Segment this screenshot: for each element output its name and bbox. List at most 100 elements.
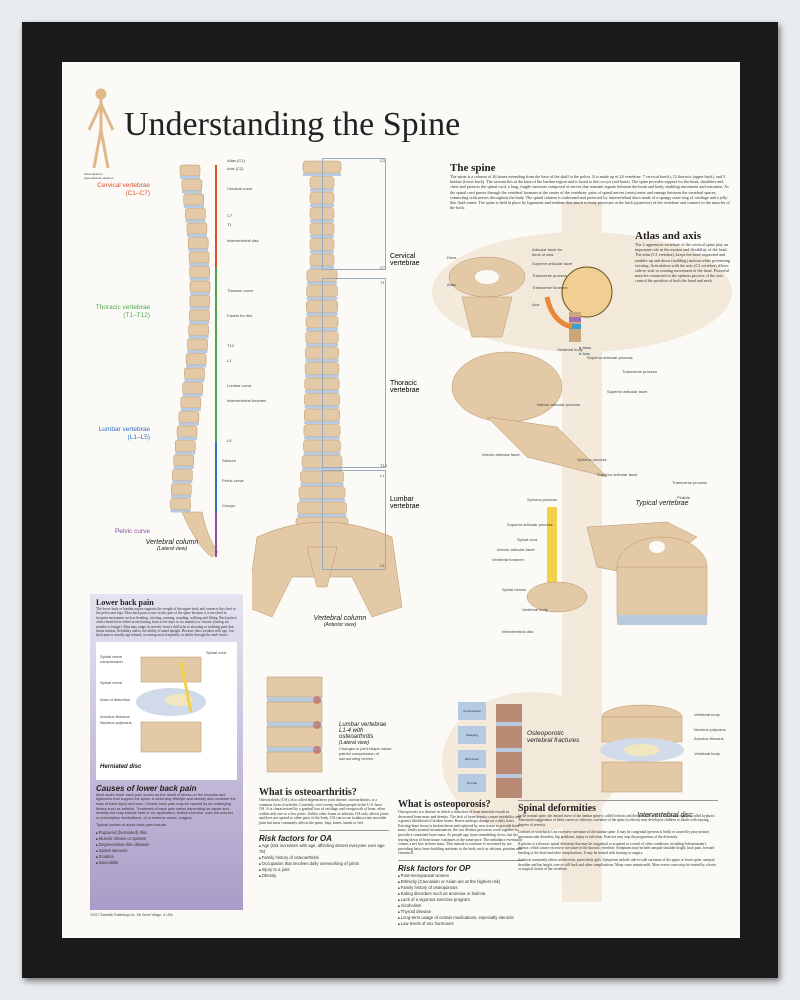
lumbar-bracket — [322, 470, 386, 570]
osteoporosis-illustration — [496, 704, 522, 798]
disc — [170, 509, 191, 513]
lateral-label: Coccyx — [222, 503, 236, 508]
typical-label: Superior articular process — [587, 355, 633, 360]
lateral-spine-illustration — [170, 164, 219, 558]
list-item: Degenerative disc disease — [96, 842, 237, 848]
lateral-label: Sacrum — [222, 458, 236, 463]
anterior-caption: Vertebral column(Anterior view) — [290, 615, 390, 628]
disc — [175, 451, 196, 455]
disc — [189, 321, 210, 324]
lower-back-panel: Lower back pain The lower back or lumbar… — [90, 594, 243, 910]
lateral-label: Pelvic curve — [222, 478, 244, 483]
disc — [183, 205, 204, 208]
oa-risk-heading: Risk factors for OA — [259, 829, 389, 843]
label-t1: T1 — [380, 280, 385, 285]
list-item: Age (risk increases with age, affecting … — [259, 843, 389, 855]
deformities-heading: Spinal deformities — [518, 803, 597, 814]
region-thoracic: Thoracic vertebrae (T1–T12) — [95, 304, 150, 319]
lateral-label: Facets for ribs — [227, 313, 253, 318]
vertebra — [185, 353, 207, 365]
label-spinal-nerve: Spinal nerve — [100, 679, 123, 685]
sacrum — [181, 511, 219, 558]
vertebra — [175, 440, 196, 452]
vertebra — [188, 324, 209, 336]
typical-label: Inferior articular facet — [497, 547, 535, 552]
label-superior-facet: Superior articular facet — [532, 261, 573, 266]
list-item: Lack of a vigorous exercise program — [398, 897, 523, 903]
vertebra — [171, 483, 192, 496]
disc — [171, 495, 192, 498]
vertebra — [189, 295, 211, 307]
label-transverse-foramen: Transverse foramen — [532, 285, 568, 290]
lateral-label: Intervertebral foramen — [227, 398, 267, 403]
list-item: Long-term usage of certain medications, … — [398, 915, 523, 921]
disc — [177, 437, 198, 440]
lower-back-section: Lower back pain The lower back or lumbar… — [96, 598, 237, 638]
list-item: Family history of osteoarthritis — [259, 855, 389, 861]
caption-sub: (Lateral view) — [156, 546, 187, 552]
typical-label: Superior articular facet — [597, 472, 638, 477]
vertebra — [178, 411, 200, 423]
cervical-bracket — [322, 158, 386, 270]
causes-heading: Causes of lower back pain — [96, 783, 197, 793]
causes-section: Causes of lower back pain Most acute low… — [96, 784, 237, 867]
label-annulus: Annulus fibrosus — [100, 713, 130, 719]
typical-label: Spinous process — [527, 497, 557, 502]
op-heading: What is osteoporosis? — [398, 799, 491, 810]
label-transverse-process: Transverse process — [532, 273, 567, 278]
lateral-label: Intervertebral disc — [227, 238, 259, 243]
lateral-label: L1 — [227, 358, 232, 363]
lateral-caption: Vertebral column(Lateral view) — [112, 539, 232, 552]
list-item: Family history of osteoporosis — [398, 885, 523, 891]
vertebra — [179, 164, 201, 177]
typical-label: Intervertebral disc — [502, 629, 534, 634]
typical-label: Inferior articular process — [537, 402, 580, 407]
typical-label: Transverse process — [672, 480, 707, 485]
list-item: Obesity — [259, 873, 389, 879]
lateral-label: T1 — [227, 222, 232, 227]
lateral-label: Atlas (C1) — [227, 158, 245, 163]
causes-list: Ruptured (herniated) discMuscle strains … — [96, 830, 237, 866]
typical-label: Spinal cord — [517, 537, 538, 542]
disc — [187, 350, 208, 353]
lateral-label: Cervical curve — [227, 186, 253, 191]
vertebra — [184, 367, 205, 380]
list-item: Spinal stenosis — [96, 848, 237, 854]
typical-caption: Typical vertebrae — [635, 500, 689, 507]
deformity-paragraph: Kyphosis is a thoracic spinal deformity … — [518, 842, 715, 855]
skeleton-icon — [87, 88, 115, 169]
lateral-region-labels: Cervical vertebrae (C1–C7) Thoracic vert… — [70, 174, 150, 544]
vertebra — [186, 222, 208, 235]
label-l5: L5 — [380, 563, 385, 568]
herniated-caption: Herniated disc — [100, 763, 142, 770]
fracture-grade: Wedging — [458, 726, 486, 744]
legend-axial: Axial skeleton — [84, 172, 103, 176]
op-risk-list: Post-menopausal womenEthnicity (Caucasia… — [398, 873, 523, 927]
vertebra — [188, 251, 210, 264]
vertebra — [183, 193, 204, 206]
deformity-paragraph: Lordosis or swayback is an excessive cur… — [518, 830, 711, 839]
region-pelvic: Pelvic curve — [114, 528, 150, 535]
op-risk-heading: Risk factors for OP — [398, 859, 523, 873]
op-text: Osteoporosis is a disease in which a red… — [398, 810, 523, 856]
label-articular-facet: Articular facet for dens of axis — [532, 247, 563, 257]
anterior-thoracic-label: Thoracic vertebrae — [390, 380, 420, 394]
vertebra — [181, 179, 203, 191]
vertebra — [172, 469, 193, 481]
disc-caption: Intervertebral disc — [637, 812, 693, 819]
typical-label: Spinous process — [577, 457, 607, 462]
list-item: Low levels of sex hormones — [398, 921, 523, 927]
oa-heading: What is osteoarthritis? — [259, 787, 357, 798]
region-lumbar: Lumbar vertebrae (L1–L5) — [98, 426, 150, 441]
thoracic-bracket — [322, 278, 386, 468]
list-item: Ethnicity (Caucasian or Asian are at the… — [398, 879, 523, 885]
page-title: Understanding the Spine — [124, 106, 461, 143]
fracture-grade: Normal — [458, 774, 486, 792]
typical-label: Spinal nerves — [502, 587, 527, 592]
list-item: Post-menopausal women — [398, 873, 523, 879]
disc — [178, 422, 199, 426]
anterior-lumbar-label: Lumbar vertebrae — [390, 496, 420, 510]
typical-vertebrae-illustration — [451, 351, 708, 625]
